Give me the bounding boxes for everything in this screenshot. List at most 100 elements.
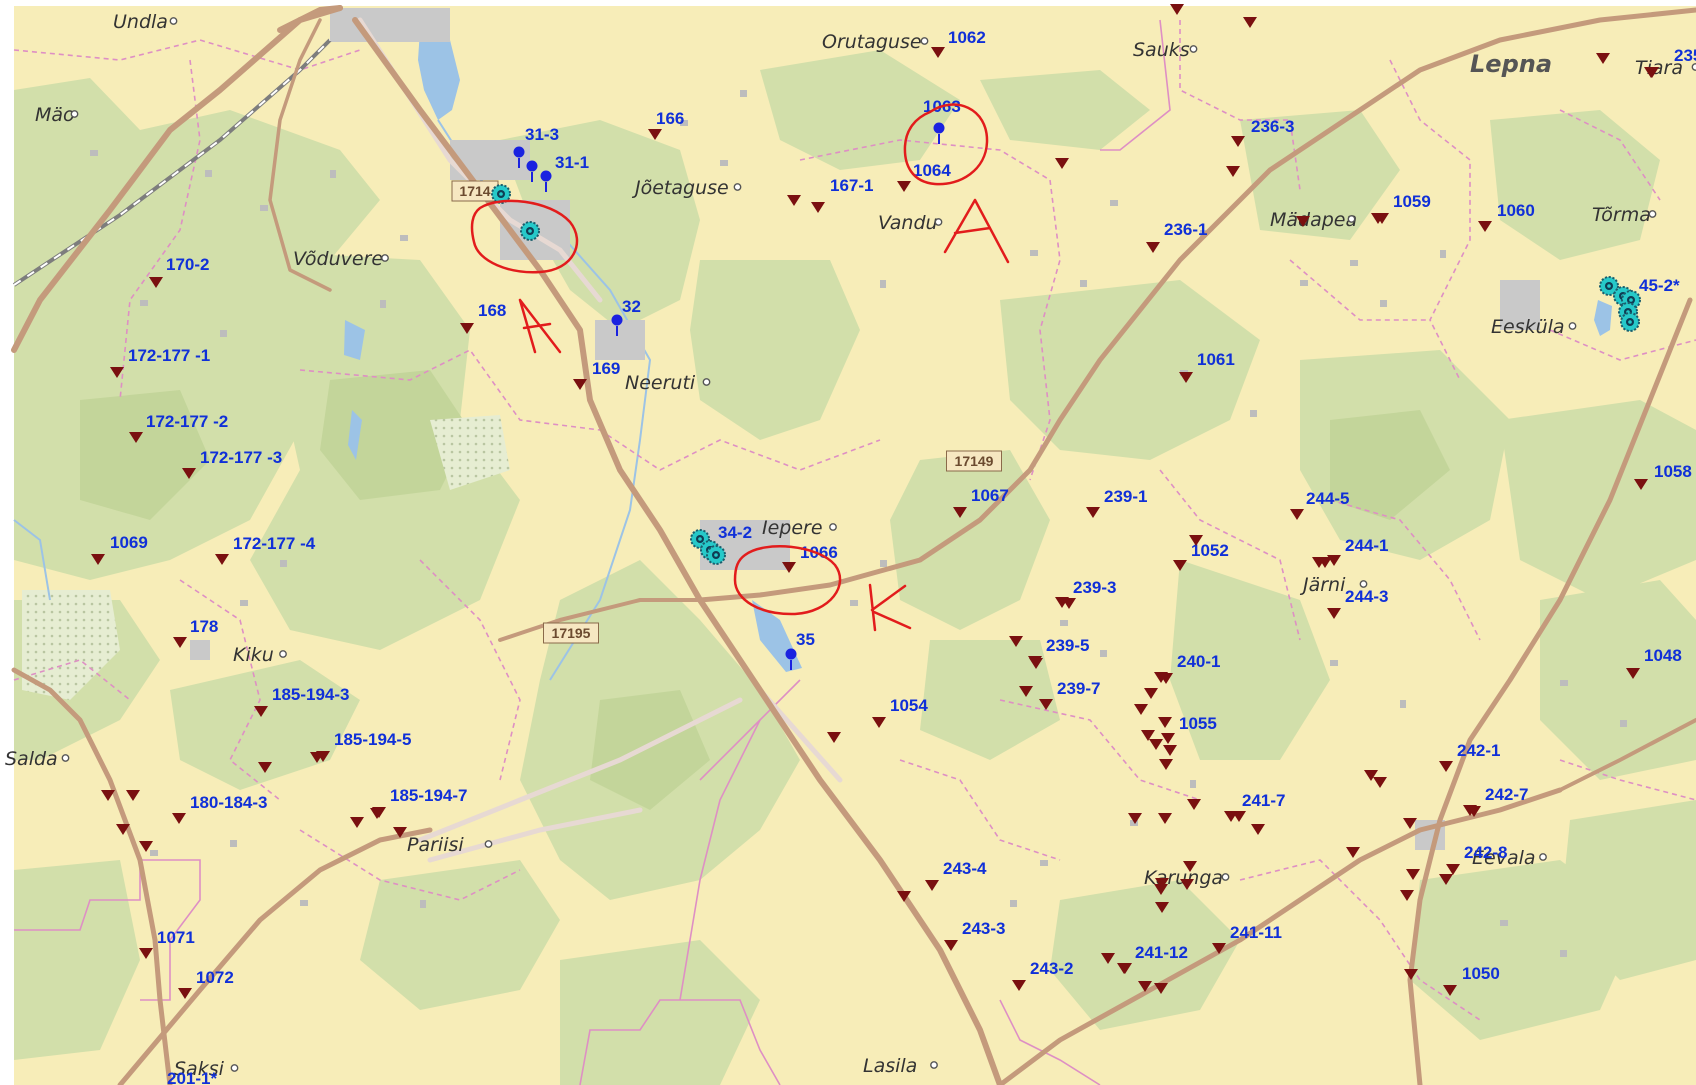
roads-major [11,5,1696,1085]
site[interactable]: 1059 [1375,192,1431,224]
dense-forest [80,370,1450,810]
cyan-marker[interactable] [520,221,540,241]
site[interactable]: 1052 [1173,541,1229,571]
site[interactable]: 45-2* [1639,276,1680,295]
site[interactable]: 185-194-3 [254,685,350,717]
site[interactable]: 1048 [1626,646,1682,679]
site[interactable]: 236-1 [1146,220,1207,253]
site-label: 1048 [1644,646,1682,665]
site-label: 236-3 [1251,117,1294,136]
cyan-marker[interactable] [706,545,726,565]
settlement-dot-icon [1568,322,1577,330]
site-label: 185-194-3 [272,685,350,704]
place-marker: Orutaguse [822,31,929,53]
site-label: 239-1 [1104,487,1147,506]
site-label: 167-1 [830,176,873,195]
site[interactable]: 242-1 [1439,741,1500,772]
annotation-letter-k [868,583,912,632]
site[interactable]: 241-12 [1117,943,1188,974]
cyan-marker[interactable] [1620,312,1640,332]
annotation-circle-3 [733,545,842,616]
site[interactable]: 34-2 [718,523,752,542]
site[interactable]: 241-11 [1212,923,1282,954]
site[interactable]: 241-7 [1224,791,1285,822]
site[interactable]: 1062 [931,28,986,58]
site[interactable]: 170-2 [149,255,209,288]
settlement-dot-icon [1359,580,1368,588]
site[interactable]: 236-3 [1231,117,1294,147]
site[interactable]: 1072 [178,968,234,999]
site[interactable]: 243-3 [944,919,1005,951]
site[interactable]: 1055 [1161,714,1217,744]
site-label: 1071 [157,928,195,947]
site[interactable]: 242-8 [1446,843,1507,875]
site[interactable]: 172-177 -4 [215,534,316,565]
site[interactable]: 35 [796,630,815,649]
site[interactable]: 244-5 [1290,489,1349,520]
site[interactable]: 244-1 [1327,536,1388,566]
site-label: 244-5 [1306,489,1349,508]
place-marker: Eevala [1472,847,1547,869]
site-label: 240-1 [1177,652,1220,671]
place-marker: Mäo [35,104,79,126]
place-name: Orutaguse [822,31,922,53]
site[interactable]: 169 [573,359,620,390]
place-marker: Undla [113,11,178,33]
road-number-label: 1714 [459,183,490,199]
site[interactable]: 168 [460,301,506,334]
site[interactable]: 1067 [953,486,1009,518]
site[interactable]: 240-1 [1159,652,1220,684]
site[interactable]: 1061 [1179,350,1235,383]
site[interactable]: 244-3 [1327,587,1388,619]
settlement-dot-icon [230,1064,239,1072]
site[interactable]: 1071 [139,928,195,959]
site-label: 1062 [948,28,986,47]
hand-annotations [470,103,1010,632]
site-label: 239-7 [1057,679,1100,698]
site[interactable]: 235 [1644,46,1696,78]
site-label: 244-1 [1345,536,1388,555]
site[interactable]: 185-194-7 [372,786,468,818]
site-label: 1069 [110,533,148,552]
site[interactable]: 172-177 -1 [110,346,210,378]
site[interactable]: 178 [173,617,218,648]
site-label: 168 [478,301,506,320]
site[interactable]: 167-1 [830,176,911,195]
site[interactable]: 1060 [1478,201,1535,232]
site[interactable]: 201-1* [167,1069,217,1085]
site-label: 201-1* [167,1069,217,1085]
site[interactable]: 239-3 [1055,578,1116,608]
site[interactable]: 243-2 [1012,959,1073,991]
settlement-dot-icon [279,650,287,658]
site[interactable]: 1054 [872,696,928,728]
place-marker: Kiku [233,644,287,666]
site[interactable]: 239-7 [1039,679,1100,710]
site-label: 185-194-5 [334,730,412,749]
site[interactable]: 172-177 -3 [182,448,282,479]
site[interactable]: 1050 [1443,964,1500,996]
site-label: 242-1 [1457,741,1500,760]
pin-label: 31-3 [525,125,559,144]
place-marker: Tõrma [1592,204,1657,226]
site[interactable]: 239-5 [1028,636,1089,667]
site[interactable]: 243-4 [925,859,987,891]
site[interactable]: 1066 [782,543,838,573]
settlement-dot-icon [1189,45,1198,53]
site[interactable]: 1069 [91,533,148,565]
site[interactable]: 1058 [1634,462,1692,490]
site[interactable]: 172-177 -2 [129,412,228,443]
site[interactable]: 239-1 [1086,487,1147,518]
place-marker: Järni [1299,574,1368,596]
site[interactable]: 1064 [913,161,951,180]
site-label: 1052 [1191,541,1229,560]
site-label: 236-1 [1164,220,1207,239]
site[interactable]: 242-7 [1467,785,1528,817]
site-label: 1050 [1462,964,1500,983]
site-label: 45-2* [1639,276,1680,295]
site[interactable]: 185-194-5 [316,730,412,762]
site-label: 243-4 [943,859,987,878]
site[interactable]: 166 [648,109,684,140]
site[interactable]: 180-184-3 [172,793,268,824]
site-label: 1072 [196,968,234,987]
